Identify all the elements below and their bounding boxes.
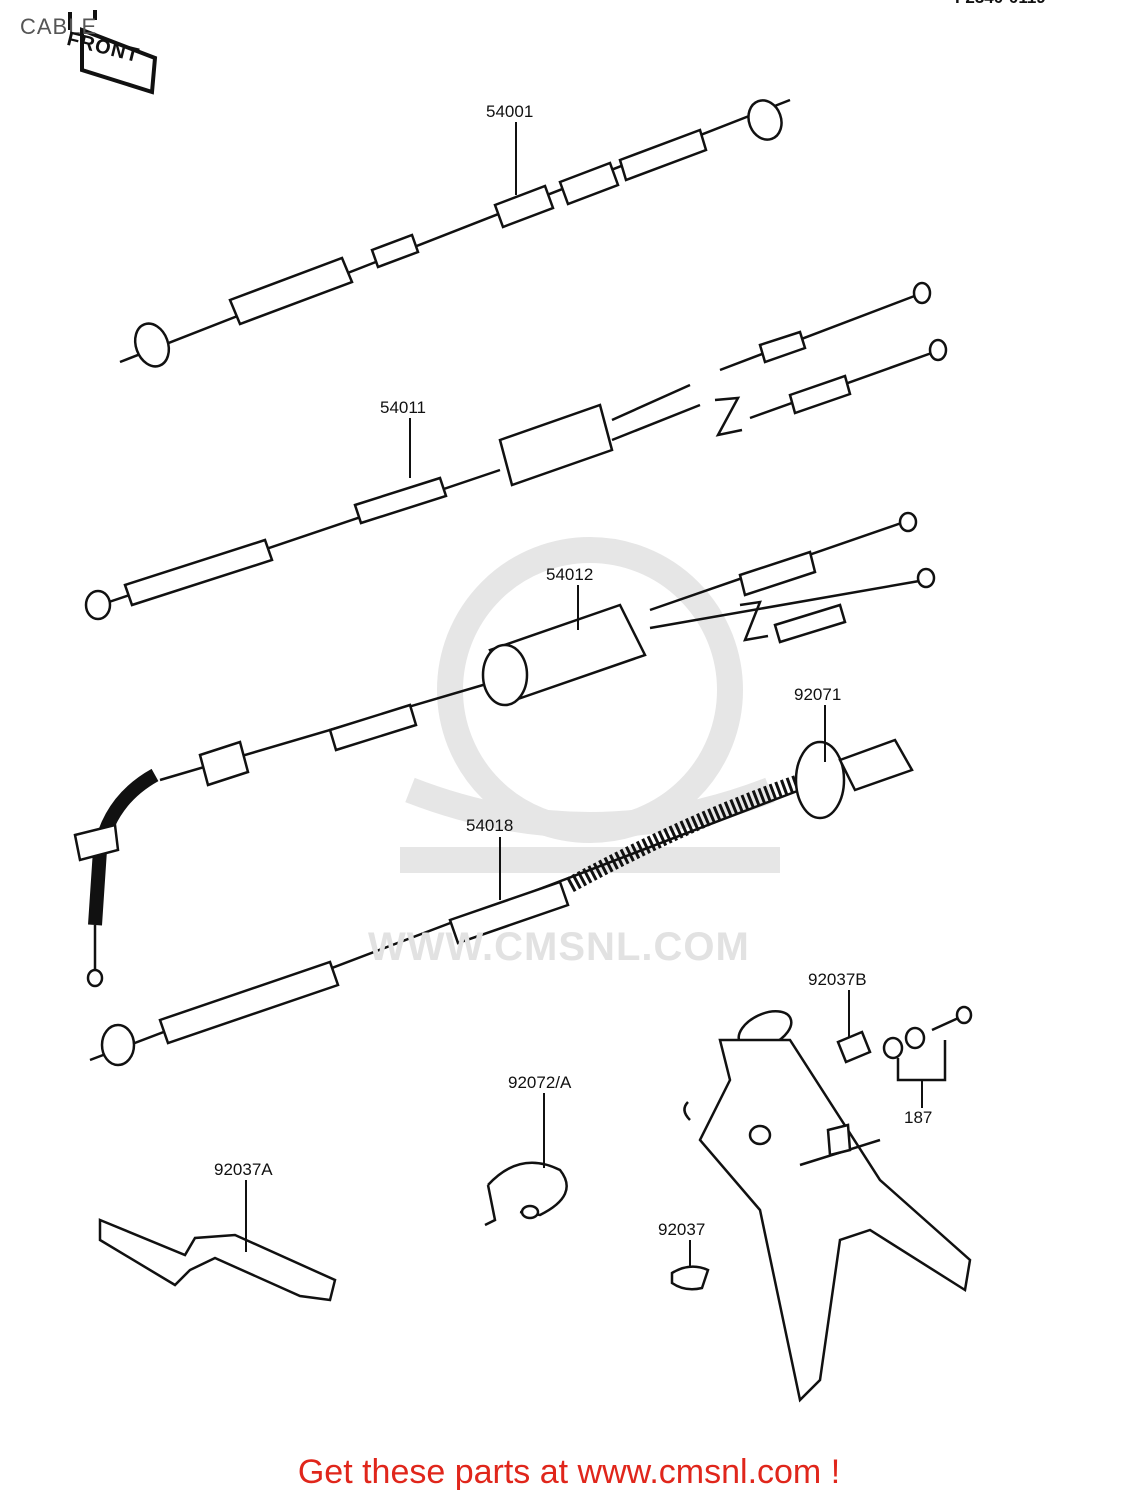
part-label-54011[interactable]: 54011	[380, 398, 427, 417]
leader-lines	[245, 122, 923, 1268]
footer-link[interactable]: Get these parts at www.cmsnl.com !	[297, 1453, 841, 1491]
speedometer-cable	[119, 98, 791, 368]
part-label-54001[interactable]: 54001	[486, 102, 534, 121]
part-label-92037b[interactable]: 92037B	[808, 970, 867, 989]
clamp-and-bolts	[836, 1005, 973, 1082]
part-label-54018[interactable]: 54018	[466, 816, 514, 835]
small-clamp	[670, 1265, 710, 1291]
part-label-92071[interactable]: 92071	[794, 685, 842, 704]
part-label-92072a[interactable]: 92072/A	[508, 1073, 572, 1092]
guide-clamp	[98, 1218, 337, 1302]
part-label-92037[interactable]: 92037	[658, 1220, 706, 1239]
band-clamp	[484, 1161, 568, 1227]
watermark-text: WWW.CMSNL.COM	[368, 925, 750, 969]
choke-cable	[73, 511, 936, 988]
part-label-54012[interactable]: 54012	[546, 565, 594, 584]
part-label-92037a[interactable]: 92037A	[214, 1160, 273, 1179]
part-label-187[interactable]: 187	[904, 1108, 933, 1127]
page-title: CABLE	[20, 14, 98, 39]
throttle-cable	[84, 281, 948, 621]
frame-headstock	[683, 1010, 972, 1403]
tachometer-cable	[89, 738, 914, 1067]
front-arrow	[68, 10, 158, 95]
plate-code: F2340-0119	[955, 0, 1046, 8]
